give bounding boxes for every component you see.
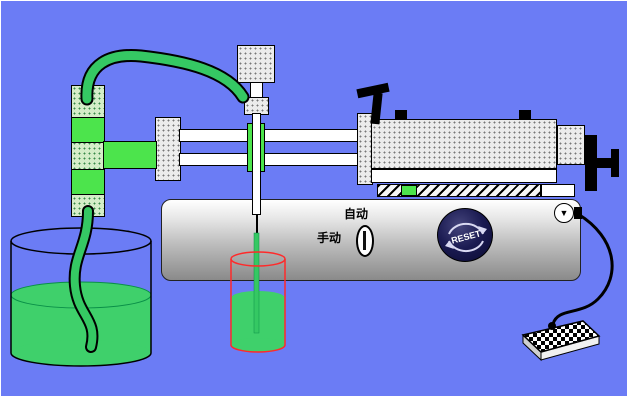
manual-mode-label: 手动 xyxy=(317,231,342,245)
valve-band-upper xyxy=(71,117,105,143)
reset-knob-face: RESET xyxy=(445,222,487,253)
machine-diagram-stage: 自动 手动 RESET ▼ xyxy=(1,1,627,396)
valve-band-lower xyxy=(71,169,105,195)
rotate-arrows-icon xyxy=(445,222,487,253)
pedal-cable-plug xyxy=(548,322,556,330)
supply-tank xyxy=(10,227,152,367)
feed-tube xyxy=(80,49,250,106)
cylinder-left-plate xyxy=(357,113,373,185)
mode-toggle-switch[interactable] xyxy=(356,225,374,257)
reset-knob[interactable]: RESET xyxy=(437,208,493,262)
frame-left-bracket xyxy=(155,117,181,181)
frame-top-rail xyxy=(179,129,363,142)
toggle-lever[interactable] xyxy=(363,231,366,250)
cylinder-top-fitting-right xyxy=(519,110,531,120)
nozzle-needle xyxy=(256,215,258,237)
rail-slider xyxy=(401,185,417,196)
slide-rail-end xyxy=(541,184,575,197)
eject-button[interactable]: ▼ xyxy=(554,203,574,223)
foot-pedal[interactable] xyxy=(521,320,601,362)
nozzle-rod xyxy=(252,113,261,215)
auto-mode-label: 自动 xyxy=(344,207,369,221)
beaker-liquid xyxy=(231,291,285,352)
cylinder-body xyxy=(371,119,557,169)
reset-label: RESET xyxy=(450,228,482,246)
frame-bottom-rail xyxy=(179,153,363,166)
piston-rod xyxy=(597,158,615,168)
suction-tube xyxy=(68,205,99,353)
piston-rod-end xyxy=(611,149,619,177)
valve-column xyxy=(71,85,105,217)
cable-connector xyxy=(574,207,582,219)
cylinder-lower-housing xyxy=(371,169,557,183)
valve-arm xyxy=(103,141,157,169)
cylinder-right-cap xyxy=(557,125,585,165)
nozzle-head-block xyxy=(237,45,275,83)
nozzle-stem xyxy=(250,82,263,98)
piston-end-plate xyxy=(585,135,597,191)
slide-rail xyxy=(377,184,541,197)
tank-liquid xyxy=(10,281,152,366)
cylinder-top-fitting-left xyxy=(395,110,407,120)
triangle-down-icon: ▼ xyxy=(559,208,569,218)
